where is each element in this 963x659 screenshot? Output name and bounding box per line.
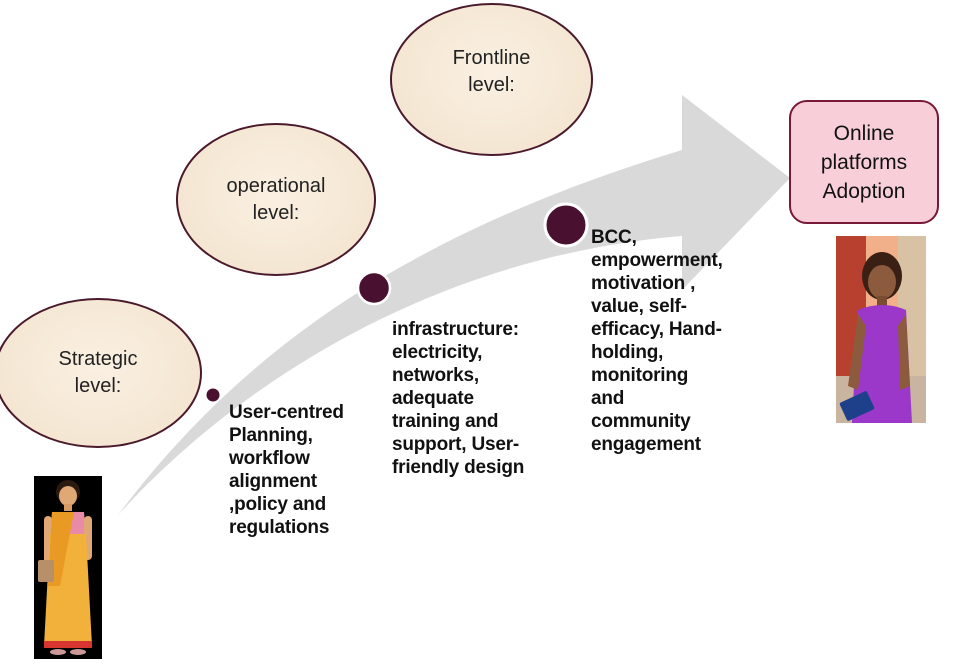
frontline-level-description: BCC, empowerment, motivation , value, se…: [591, 227, 723, 455]
milestone-dot-operational: [356, 270, 392, 306]
milestone-dot-strategic: [204, 386, 222, 404]
strategic-level-title: Strategic level:: [58, 348, 138, 397]
operational-level-description: infrastructure: electricity, networks, a…: [392, 319, 525, 478]
frontline-level-ellipse: Frontline level:: [390, 3, 593, 156]
frontline-level-title: Frontline level:: [452, 46, 531, 96]
milestone-dot-frontline: [543, 202, 589, 248]
operational-level-title: operational level:: [226, 174, 326, 224]
operational-level-ellipse: operational level:: [176, 123, 376, 276]
strategic-level-description: User-centred Planning, workflow alignmen…: [229, 402, 344, 538]
strategic-level-ellipse: Strategic level:: [0, 298, 202, 448]
woman-in-saree-illustration: [34, 476, 102, 659]
goal-box: Online platforms Adoption: [789, 100, 939, 224]
woman-with-tablet-illustration: [836, 236, 926, 423]
